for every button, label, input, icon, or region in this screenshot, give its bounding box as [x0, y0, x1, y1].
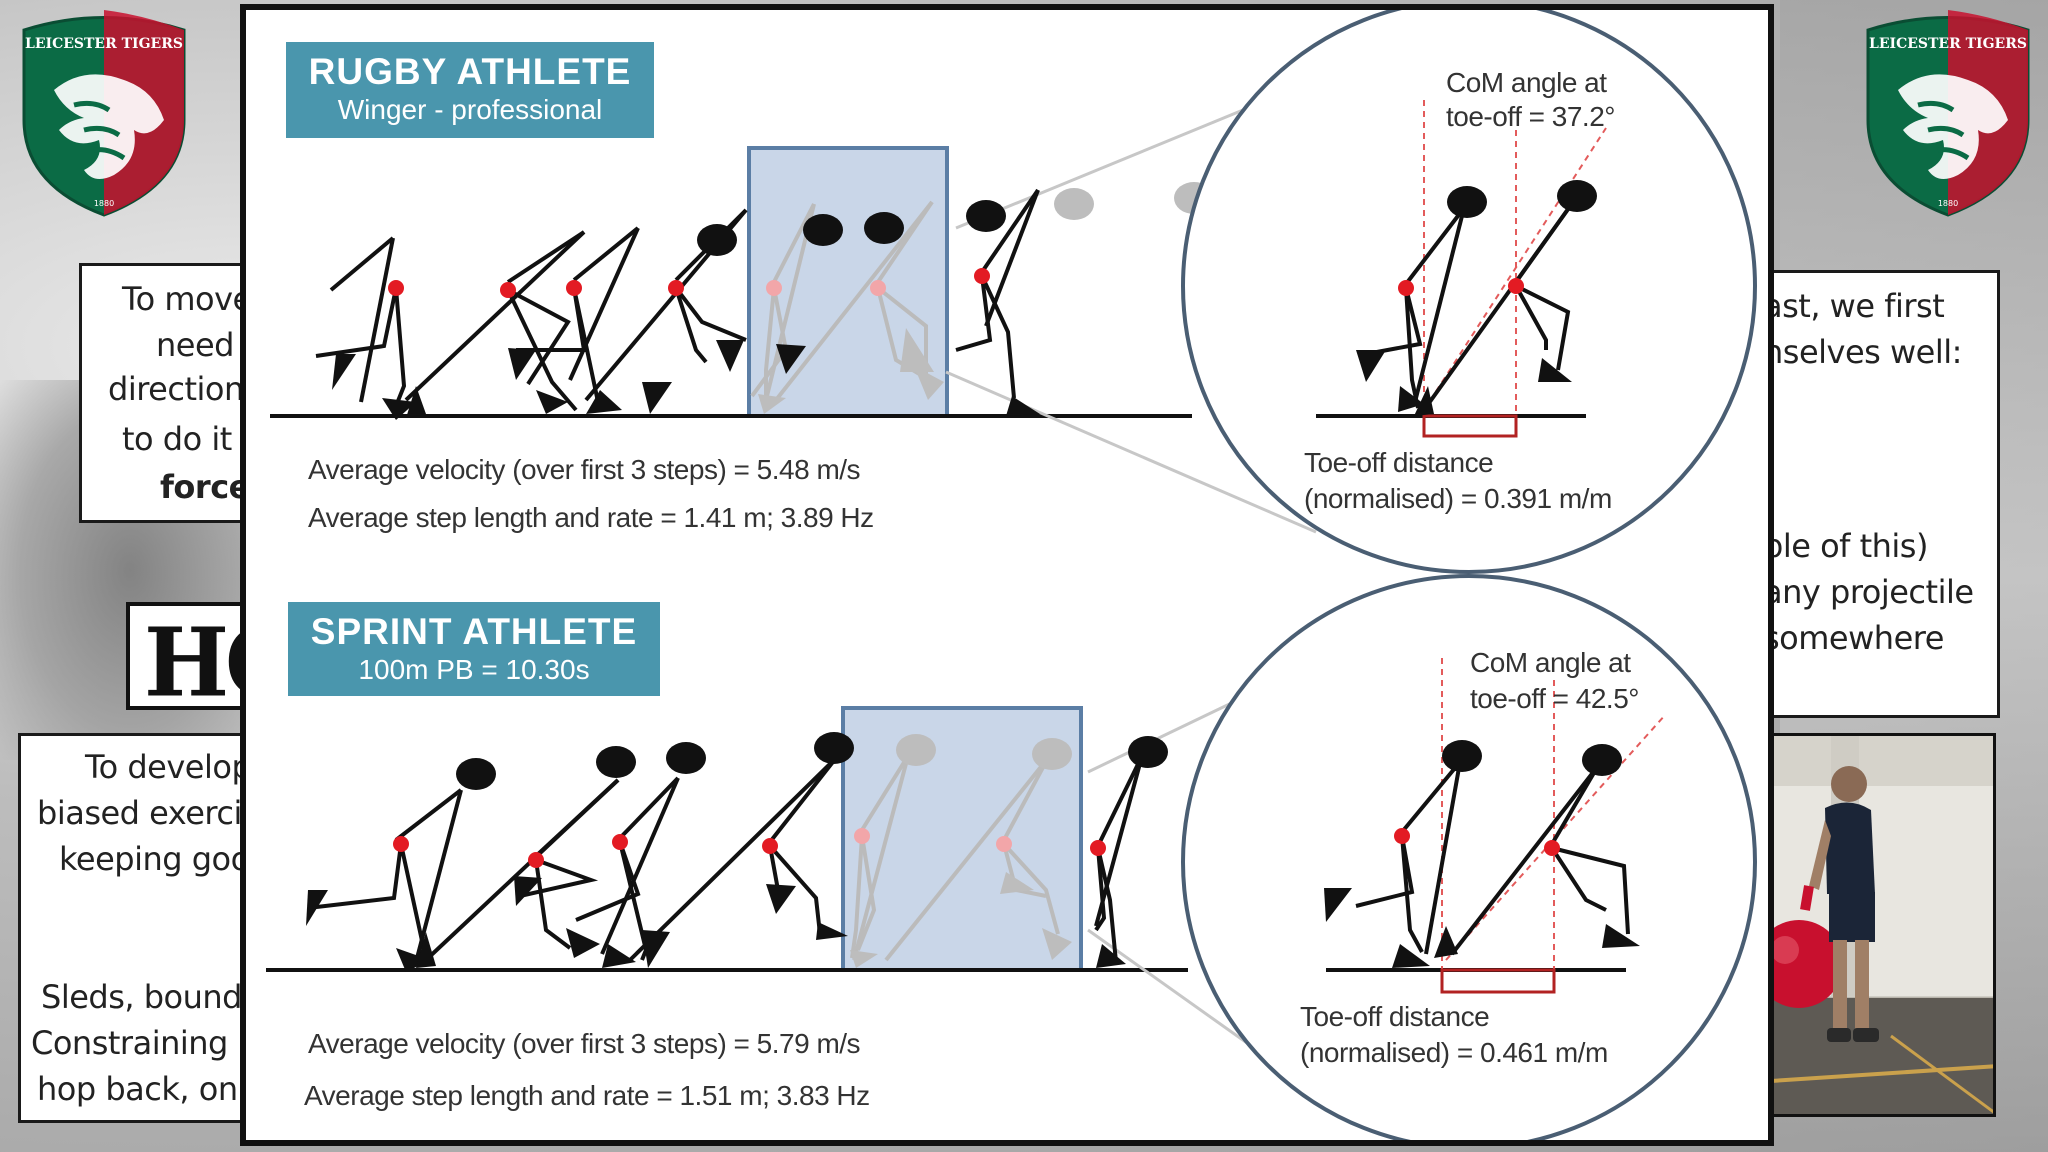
side-text-box-left-bottom: To develop biased exerci keeping goo Sle…: [18, 733, 280, 1123]
zoom-circle-sprint: [1181, 574, 1757, 1140]
sprint-toe-off-label: Toe-off distance: [1300, 1001, 1490, 1032]
leicester-tigers-crest-left: LEICESTER TIGERS 1880: [14, 10, 194, 220]
side-text-line: keeping goo: [59, 840, 250, 878]
side-text-line: nselves well:: [1763, 333, 1962, 371]
side-text-line: ast, we first: [1763, 287, 1945, 325]
side-text-line: to do it f: [122, 420, 253, 458]
sprint-title: SPRINT ATHLETE: [310, 611, 638, 652]
crest-text: LEICESTER TIGERS: [25, 36, 183, 52]
crest-year: 1880: [94, 199, 114, 208]
sprint-velocity: Average velocity (over first 3 steps) = …: [308, 1028, 861, 1059]
side-text-line: need t: [156, 326, 256, 364]
side-text-line: direction: [108, 370, 244, 408]
side-text-line: Sleds, bounds: [41, 978, 259, 1016]
sprint-subtitle: 100m PB = 10.30s: [358, 654, 590, 685]
sprint-step: Average step length and rate = 1.51 m; 3…: [304, 1080, 870, 1111]
leicester-tigers-crest-right: LEICESTER TIGERS 1880: [1858, 10, 2038, 220]
stick-figures-sprint: [307, 754, 1144, 963]
athlete-feet-rugby: [332, 340, 1040, 420]
diagram-drawing: [266, 10, 1757, 1140]
rugby-toe-off-value: (normalised) = 0.391 m/m: [1304, 483, 1612, 514]
rugby-title: RUGBY ATHLETE: [308, 51, 632, 92]
side-text-line: biased exerci: [37, 794, 242, 832]
athlete-feet-sprint: [306, 876, 1126, 972]
rugby-subtitle: Winger - professional: [337, 94, 603, 125]
rugby-step: Average step length and rate = 1.41 m; 3…: [308, 502, 874, 533]
rugby-com-angle-label: CoM angle at: [1446, 67, 1607, 98]
sprint-comparison-diagram: RUGBY ATHLETE Winger - professional Aver…: [240, 4, 1774, 1146]
crest-text: LEICESTER TIGERS: [1869, 36, 2027, 52]
rugby-athlete-tag: RUGBY ATHLETE Winger - professional: [286, 42, 654, 138]
com-markers-rugby: [388, 268, 990, 298]
rugby-com-angle-value: toe-off = 37.2°: [1446, 101, 1615, 132]
side-text-line: Constraining: [31, 1024, 228, 1062]
side-text-line: ble of this): [1763, 527, 1928, 565]
sprint-com-angle-value: toe-off = 42.5°: [1470, 683, 1639, 714]
side-text-line: somewhere: [1763, 619, 1944, 657]
side-text-box-right-top: ast, we first nselves well: ble of this)…: [1760, 270, 2000, 718]
athlete-photo: [1768, 733, 1996, 1117]
sprint-toe-off-value: (normalised) = 0.461 m/m: [1300, 1037, 1608, 1068]
sprint-com-angle-label: CoM angle at: [1470, 647, 1631, 678]
side-text-line: force: [160, 468, 250, 506]
side-text-line: To move: [122, 280, 252, 318]
sprint-athlete-tag: SPRINT ATHLETE 100m PB = 10.30s: [288, 602, 660, 696]
com-markers-sprint: [393, 834, 1106, 868]
rugby-velocity: Average velocity (over first 3 steps) = …: [308, 454, 861, 485]
crest-year: 1880: [1938, 199, 1958, 208]
zoom-projection-line: [945, 370, 1317, 534]
zoom-circle-rugby: [1181, 10, 1757, 574]
rugby-toe-off-label: Toe-off distance: [1304, 447, 1494, 478]
athlete-heads-sprint: [456, 732, 1168, 790]
side-text-line: To develop: [85, 748, 252, 786]
side-text-line: any projectile: [1763, 573, 1974, 611]
side-text-line: hop back, on: [37, 1070, 238, 1108]
